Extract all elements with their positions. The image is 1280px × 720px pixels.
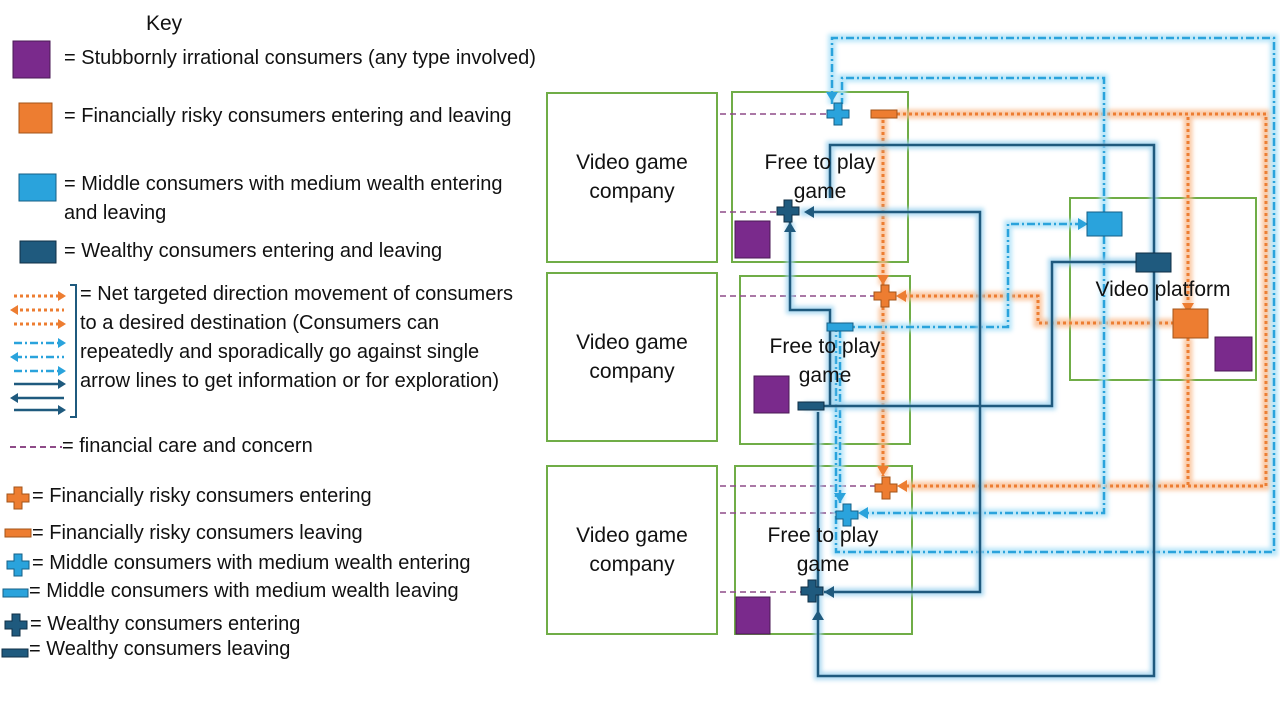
platform-label: Video platform	[1095, 278, 1231, 301]
arrow-legend-icon	[10, 284, 77, 418]
wealthy-leave-marker-2	[797, 401, 825, 411]
game-label-3: Free to play game	[767, 524, 879, 576]
key-arrows-label: = Net targeted direction movement of con…	[80, 283, 513, 392]
wealthy-swatch	[19, 240, 57, 264]
company-box-3	[546, 465, 718, 635]
game-label-1: Free to play game	[764, 151, 876, 203]
key-risky-label: = Financially risky consumers entering a…	[64, 105, 512, 127]
middle-enter-icon	[6, 553, 30, 577]
company-label-3: Video game company	[576, 524, 688, 576]
game-box-1	[731, 91, 909, 263]
key-care-label: = financial care and concern	[62, 435, 313, 457]
middle-enter-marker-1	[826, 102, 850, 126]
risky-swatch	[18, 102, 53, 134]
stubborn-swatch	[12, 40, 51, 79]
middle-leave-marker-2	[826, 322, 854, 332]
wealthy-flow-lines	[788, 143, 1156, 678]
key-risky-enter-label: = Financially risky consumers entering	[32, 485, 372, 507]
company-label-2: Video game company	[576, 331, 688, 383]
platform-box	[1069, 197, 1257, 381]
key-middle-label: = Middle consumers with medium wealth en…	[64, 173, 503, 224]
game-label-2: Free to play game	[769, 335, 881, 387]
risky-enter-marker-3	[874, 476, 898, 500]
platform-risky-box	[1172, 308, 1209, 339]
company-label-1: Video game company	[576, 151, 688, 203]
key-middle-enter-label: = Middle consumers with medium wealth en…	[32, 552, 471, 574]
company-box-2	[546, 272, 718, 442]
middle-leave-icon	[2, 588, 29, 598]
key-stubborn-label: = Stubbornly irrational consumers (any t…	[64, 47, 536, 69]
key-wealthy-enter-label: = Wealthy consumers entering	[30, 613, 301, 635]
key-risky-leave-label: = Financially risky consumers leaving	[32, 522, 363, 544]
key-wealthy-leave-label: = Wealthy consumers leaving	[29, 638, 291, 660]
stubborn-square-game-3	[735, 596, 771, 635]
risky-leave-icon	[4, 528, 32, 538]
game-box-2	[739, 275, 911, 445]
middle-swatch	[18, 173, 57, 202]
stubborn-square-game-2	[753, 375, 790, 414]
risky-enter-icon	[6, 486, 30, 510]
risky-enter-marker-2	[873, 284, 897, 308]
platform-middle-box	[1086, 211, 1123, 237]
platform-wealthy-box	[1135, 252, 1172, 273]
care-lines	[720, 113, 876, 593]
wealthy-leave-icon	[1, 648, 29, 658]
key-wealthy-label: = Wealthy consumers entering and leaving	[64, 240, 443, 262]
key-title: Key	[146, 12, 183, 35]
risky-leave-marker-1	[870, 109, 898, 119]
stubborn-square-platform	[1214, 336, 1253, 372]
key-middle-leave-label: = Middle consumers with medium wealth le…	[29, 580, 459, 602]
wealthy-enter-icon	[4, 613, 28, 637]
company-box-1	[546, 92, 718, 263]
stubborn-square-game-1	[734, 220, 771, 259]
